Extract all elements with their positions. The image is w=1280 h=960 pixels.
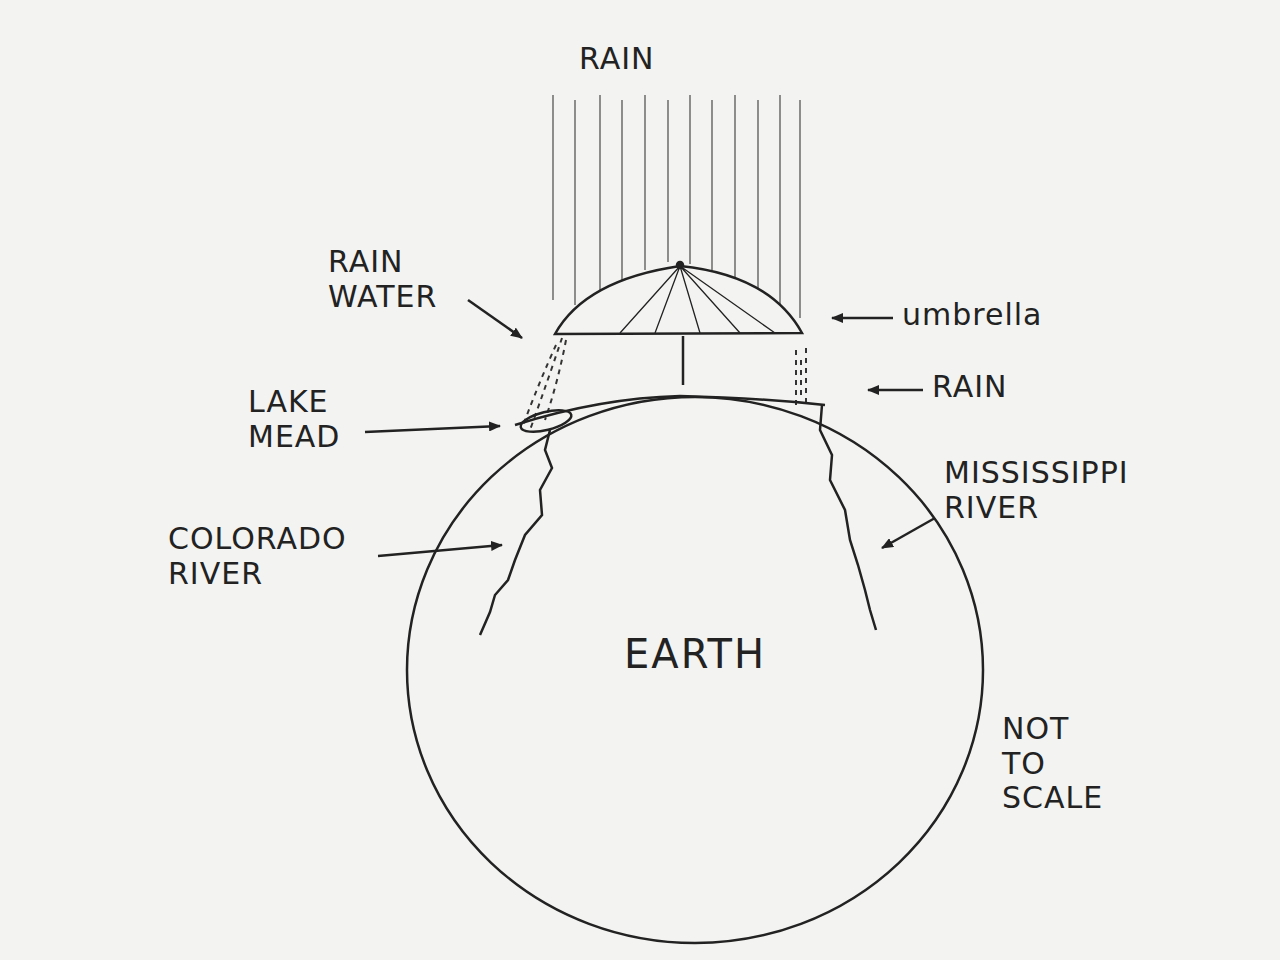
callout-label: RAIN — [932, 370, 1007, 405]
colorado-river — [480, 430, 552, 635]
callout-label: umbrella — [902, 298, 1042, 333]
callout-label: RAIN WATER — [328, 245, 437, 314]
earth-circle: EARTH — [405, 395, 985, 945]
callout-label: MISSISSIPPI RIVER — [944, 456, 1129, 525]
leader-arrows — [365, 300, 935, 556]
rain-water-drips — [522, 338, 806, 430]
callout-label: LAKE MEAD — [248, 385, 340, 454]
lake-mead — [519, 406, 574, 436]
callout-label: RAIN — [579, 42, 654, 77]
callout-label: NOT TO SCALE — [1002, 712, 1103, 816]
umbrella — [555, 262, 802, 385]
callout-label: COLORADO RIVER — [168, 522, 347, 591]
earth-label: EARTH — [624, 631, 766, 677]
